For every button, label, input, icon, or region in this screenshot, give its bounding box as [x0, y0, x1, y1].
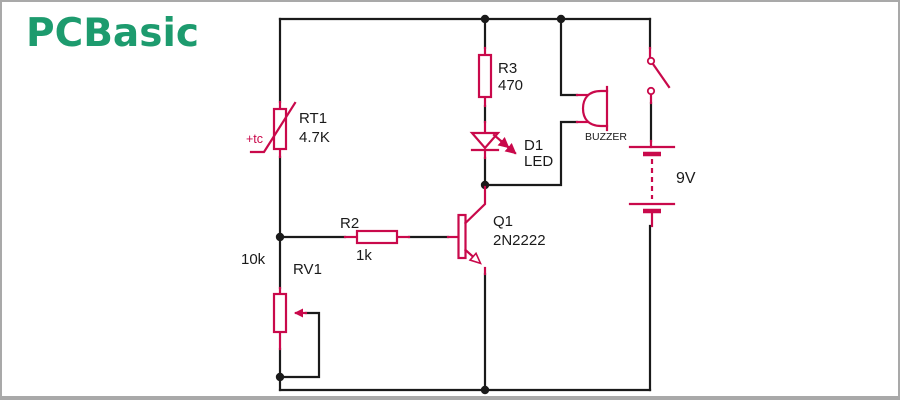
- junction-dot: [480, 385, 490, 395]
- q1-collector: [463, 185, 487, 225]
- wiring: [278, 17, 653, 392]
- junction-dot: [556, 14, 566, 24]
- switch-lever: [651, 62, 671, 89]
- r3-ref: R3: [498, 60, 517, 77]
- r2-body: [355, 229, 399, 245]
- junction-dot: [275, 372, 285, 382]
- resistor-r3: R3 470: [477, 46, 523, 108]
- d1-value: LED: [524, 153, 553, 170]
- rt1-body: [272, 107, 288, 151]
- led-emission-arrow: [499, 139, 517, 155]
- q1-value: 2N2222: [493, 232, 546, 249]
- switch-terminal: [646, 86, 656, 96]
- q1-base-bar: [457, 213, 467, 260]
- thermistor-rt1: +tc RT1 4.7K: [246, 100, 330, 159]
- q1-emitter-arrow: [463, 248, 480, 262]
- rt1-ref: RT1: [299, 110, 327, 127]
- buzzer: BUZZER: [575, 85, 627, 143]
- rt1-tc-stroke: [249, 101, 297, 154]
- transistor-q1: Q1 2N2222: [446, 185, 546, 276]
- resistor-r2: R2 1k: [340, 215, 411, 264]
- rv1-ref: RV1: [293, 261, 322, 278]
- buzzer-dome: [581, 89, 609, 128]
- rt1-value: 4.7K: [299, 129, 330, 146]
- switch: [646, 46, 671, 105]
- wire-buzzer-top: [559, 17, 579, 97]
- led-d1: D1 LED: [469, 120, 553, 170]
- r3-value: 470: [498, 77, 523, 94]
- rv1-body: [272, 292, 288, 334]
- r2-value: 1k: [356, 247, 372, 264]
- r2-ref: R2: [340, 215, 359, 232]
- wire-wiper-loop: [282, 311, 321, 379]
- buzzer-label: BUZZER: [585, 131, 627, 143]
- battery-9v: 9V: [628, 139, 696, 228]
- junction-dot: [275, 232, 285, 242]
- rt1-marking: +tc: [246, 132, 263, 146]
- wire-buzzer-bottom: [483, 120, 579, 187]
- battery-value: 9V: [676, 170, 696, 187]
- switch-terminal: [646, 56, 656, 66]
- q1-ref: Q1: [493, 213, 513, 230]
- d1-ref: D1: [524, 137, 543, 154]
- junction-dots: [275, 14, 566, 395]
- junction-dot: [480, 14, 490, 24]
- r3-body: [477, 53, 493, 99]
- led-triangle: [469, 131, 501, 150]
- potentiometer-rv1: 10k RV1: [241, 251, 322, 351]
- rv1-value: 10k: [241, 251, 266, 268]
- junction-dot: [480, 180, 490, 190]
- pcbasic-logo: PCBasic: [26, 11, 199, 56]
